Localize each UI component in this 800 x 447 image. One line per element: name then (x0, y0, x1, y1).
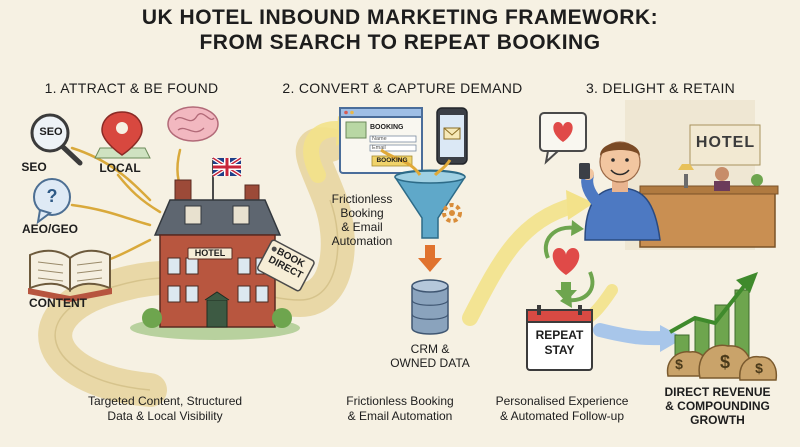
conversion-funnel (380, 148, 466, 239)
seo-label: SEO (21, 160, 47, 174)
step-delight-heading: 3. DELIGHT & RETAIN (585, 80, 736, 96)
convert-caption: Frictionless Booking & Email Automation (325, 394, 475, 424)
hotel-reception-desk (625, 100, 779, 250)
crm-label: CRM & OWNED DATA (390, 342, 470, 370)
page-title: UK HOTEL INBOUND MARKETING FRAMEWORK: FR… (0, 5, 800, 55)
repeat-stay-calendar-icon (526, 305, 593, 371)
hotel-guest-figure (579, 141, 661, 241)
smartphone-email-icon (436, 107, 468, 165)
hotel-sign: HOTEL (194, 248, 226, 258)
funnel-label: Frictionless Booking & Email Automation (318, 192, 406, 248)
delight-caption-line-2: & Automated Follow-up (499, 409, 625, 423)
booking-form-email-field: Email (372, 144, 386, 151)
direct-revenue-label: DIRECT REVENUE & COMPOUNDING GROWTH (650, 385, 785, 427)
hotel-building (130, 156, 300, 340)
local-map-pin-icon (94, 111, 151, 159)
direct-revenue-line-2: & COMPOUNDING (665, 399, 770, 413)
page-title-line-2: FROM SEARCH TO REPEAT BOOKING (199, 31, 601, 54)
direct-revenue-line-1: DIRECT REVENUE (664, 385, 771, 399)
seo-badge-text: SEO (39, 126, 63, 138)
funnel-label-line-2: Booking (340, 206, 384, 220)
step-attract-heading: 1. ATTRACT & BE FOUND (44, 80, 219, 96)
local-label: LOCAL (99, 161, 141, 175)
aeo-geo-label: AEO/GEO (21, 222, 78, 236)
booking-form-button: BOOKING (376, 157, 408, 164)
booking-browser-window (339, 107, 423, 174)
repeat-stay-label: REPEAT STAY (527, 328, 592, 358)
repeat-stay-line-1: REPEAT (535, 328, 584, 342)
attract-caption-line-2: Data & Local Visibility (107, 409, 223, 423)
loyalty-cycle-icon (544, 220, 595, 308)
heart-speech-bubble-icon (539, 112, 587, 165)
attract-caption-line-1: Targeted Content, Structured (87, 394, 243, 408)
growth-chart-icon (666, 272, 778, 381)
step-convert-heading: 2. CONVERT & CAPTURE DEMAND (282, 80, 523, 96)
attract-caption: Targeted Content, Structured Data & Loca… (60, 394, 270, 424)
seo-magnifier-icon (30, 113, 83, 166)
open-book-icon (28, 249, 112, 302)
booking-form-name-field: Name (372, 135, 387, 142)
money-bag-2-symbol: $ (719, 352, 730, 372)
brain-icon (167, 106, 219, 142)
funnel-label-line-1: Frictionless (331, 192, 393, 206)
book-direct-tag (257, 239, 315, 292)
funnel-label-line-3: & Email (341, 220, 383, 234)
question-bubble-icon (33, 178, 71, 225)
direct-revenue-line-3: GROWTH (690, 413, 745, 427)
delight-caption: Personalised Experience & Automated Foll… (482, 394, 642, 424)
convert-caption-line-1: Frictionless Booking (346, 394, 454, 408)
crm-label-line-1: CRM & (410, 342, 450, 356)
convert-caption-line-2: & Email Automation (347, 409, 453, 423)
arrow-down-icon (418, 245, 442, 272)
money-bag-3-symbol: $ (755, 360, 763, 376)
funnel-label-line-4: Automation (331, 234, 393, 248)
crm-database-icon (411, 279, 449, 335)
booking-form-title: BOOKING (370, 124, 404, 131)
flow-arrows (303, 116, 684, 352)
crm-label-line-2: OWNED DATA (390, 356, 470, 370)
repeat-stay-line-2: STAY (544, 343, 575, 357)
money-bag-1-symbol: $ (675, 356, 683, 372)
page-title-line-1: UK HOTEL INBOUND MARKETING FRAMEWORK: (141, 6, 659, 29)
union-flag-icon (211, 156, 243, 178)
reception-hotel-sign: HOTEL (695, 134, 756, 151)
question-mark-text: ? (46, 186, 58, 206)
content-label: CONTENT (29, 296, 87, 310)
delight-caption-line-1: Personalised Experience (495, 394, 629, 408)
